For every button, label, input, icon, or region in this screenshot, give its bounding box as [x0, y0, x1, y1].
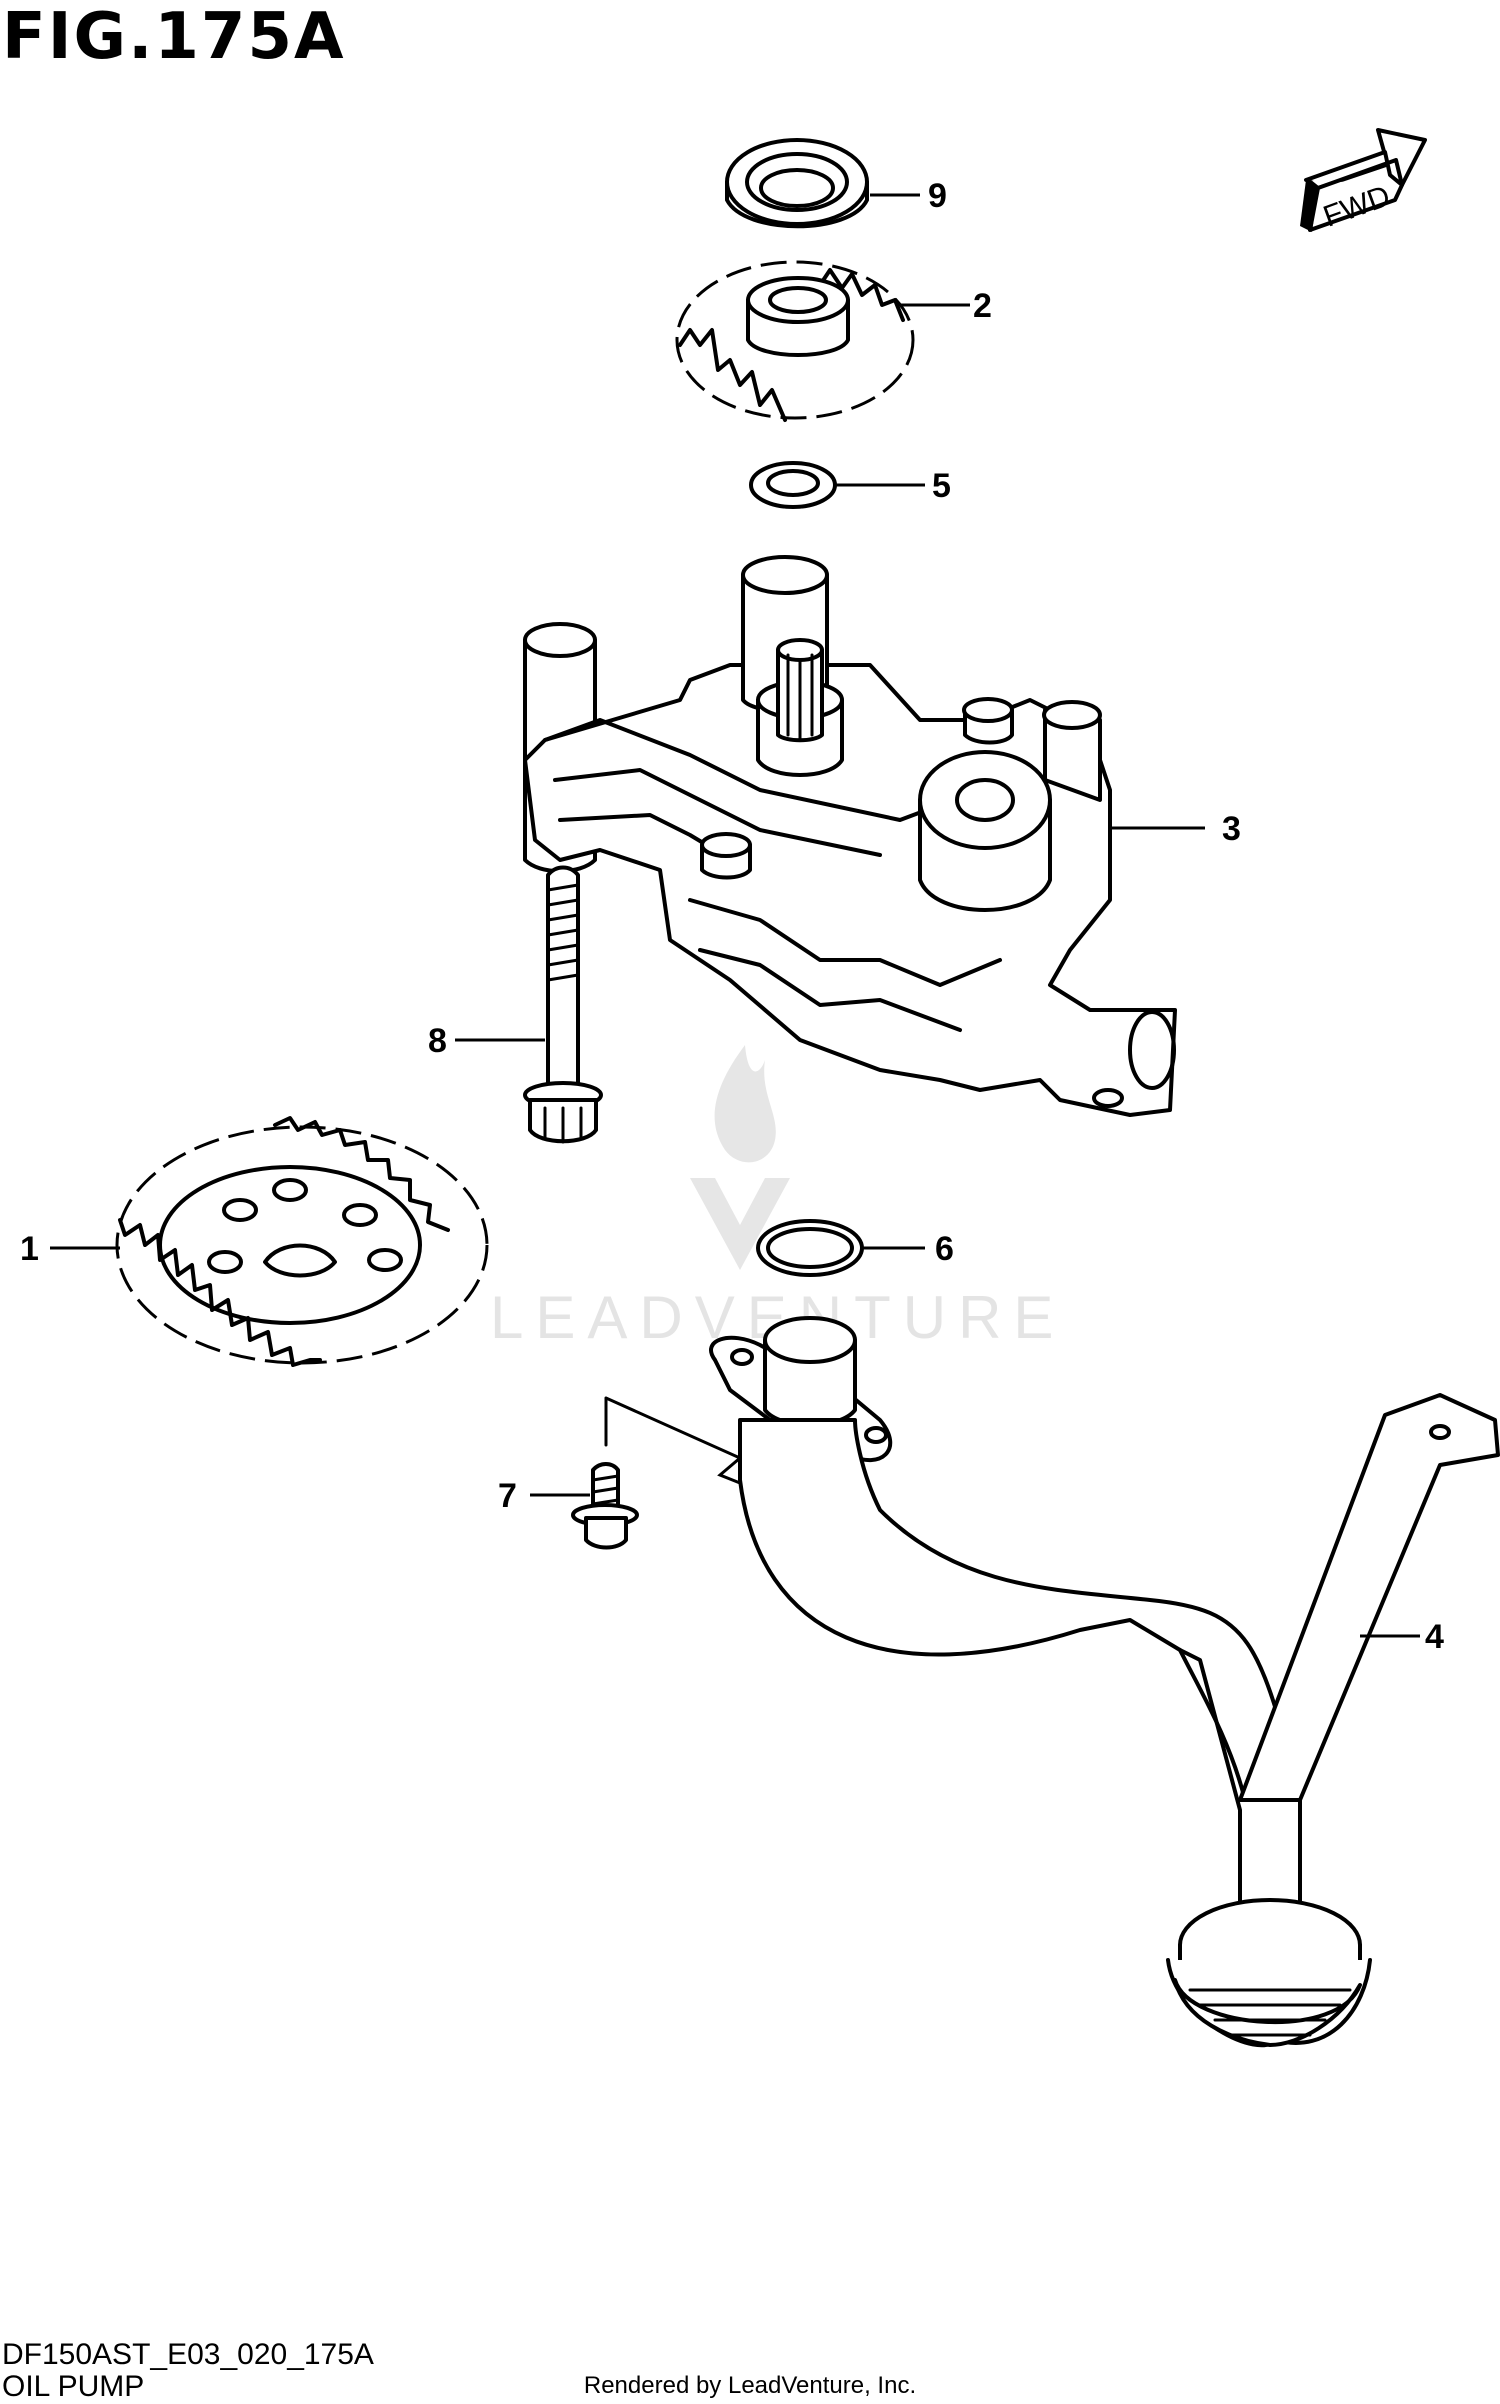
callout-3: 3: [1222, 810, 1241, 848]
leadventure-watermark: LEADVENTURE: [490, 1045, 1053, 1351]
oil-pump-housing-3: [523, 555, 1205, 1117]
fwd-arrow-icon: FWD: [1300, 128, 1427, 234]
bearing-9: [725, 138, 920, 229]
callout-2: 2: [973, 287, 992, 325]
render-credit: Rendered by LeadVenture, Inc.: [583, 2372, 917, 2399]
oil-strainer-pipe-4: [709, 1316, 1500, 2048]
bolt-7: [530, 1396, 747, 1550]
gear-2: [675, 260, 970, 422]
callout-7: 7: [498, 1477, 517, 1515]
o-ring-6: [756, 1219, 925, 1277]
bolt-8: [455, 865, 603, 1144]
figure-title: FIG.175A: [2, 0, 346, 74]
callout-4: 4: [1425, 1618, 1444, 1656]
callout-5: 5: [932, 467, 951, 505]
callout-8: 8: [428, 1022, 447, 1060]
diagram-code: DF150AST_E03_020_175A: [2, 2338, 374, 2371]
gear-1: [50, 1116, 489, 1367]
callout-9: 9: [928, 177, 947, 215]
callout-labels: 9 2 5 3 8 1 6 7 4: [20, 177, 1444, 1656]
callout-1: 1: [20, 1230, 39, 1268]
washer-5: [749, 461, 925, 509]
callout-6: 6: [935, 1230, 954, 1268]
diagram-name: OIL PUMP: [2, 2370, 145, 2403]
